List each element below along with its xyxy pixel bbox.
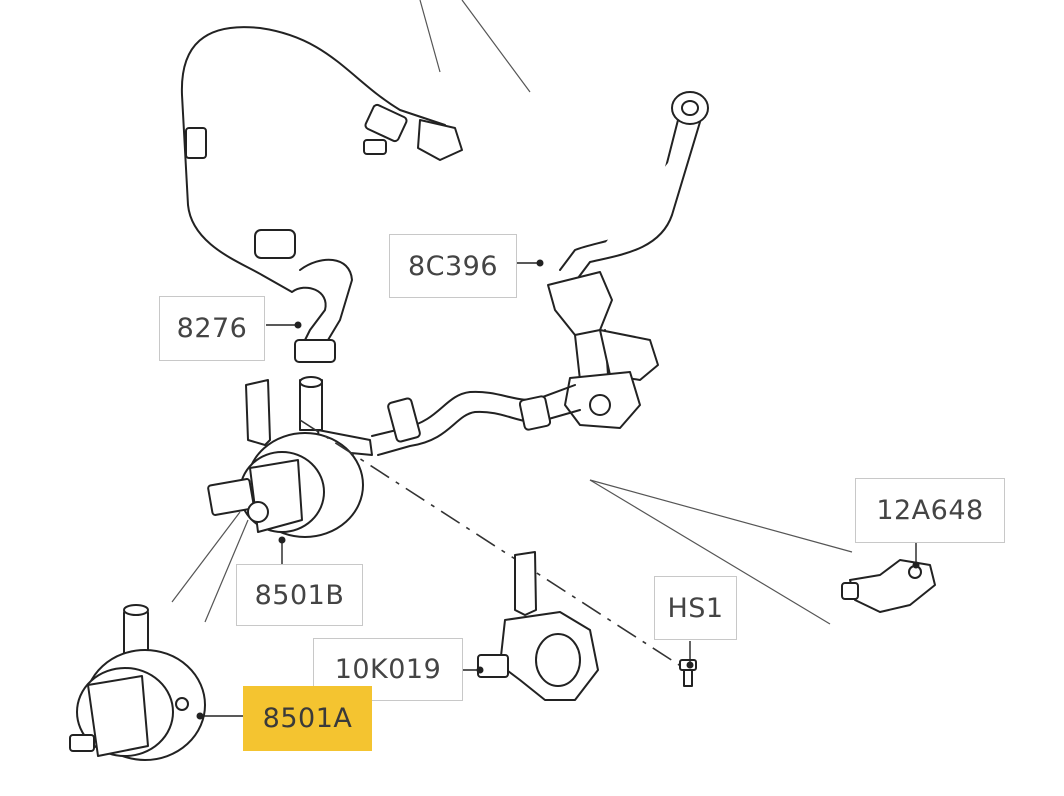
callout-10K019[interactable]: 10K019 xyxy=(313,638,463,701)
hose-8276[interactable] xyxy=(180,26,463,363)
callout-8501B[interactable]: 8501B xyxy=(236,564,363,626)
sensor-12A648[interactable] xyxy=(841,559,936,613)
hose-8C396[interactable] xyxy=(547,91,709,429)
callout-HS1[interactable]: HS1 xyxy=(654,576,737,640)
pump-8501B[interactable] xyxy=(207,376,373,538)
pump-8501A[interactable] xyxy=(69,604,206,761)
callout-12A648[interactable]: 12A648 xyxy=(855,478,1005,543)
callout-8501A[interactable]: 8501A xyxy=(243,686,372,751)
bracket-10K019[interactable] xyxy=(477,551,599,701)
hose-middle[interactable] xyxy=(371,384,581,456)
callout-8276[interactable]: 8276 xyxy=(159,296,265,361)
callout-8C396[interactable]: 8C396 xyxy=(389,234,517,298)
